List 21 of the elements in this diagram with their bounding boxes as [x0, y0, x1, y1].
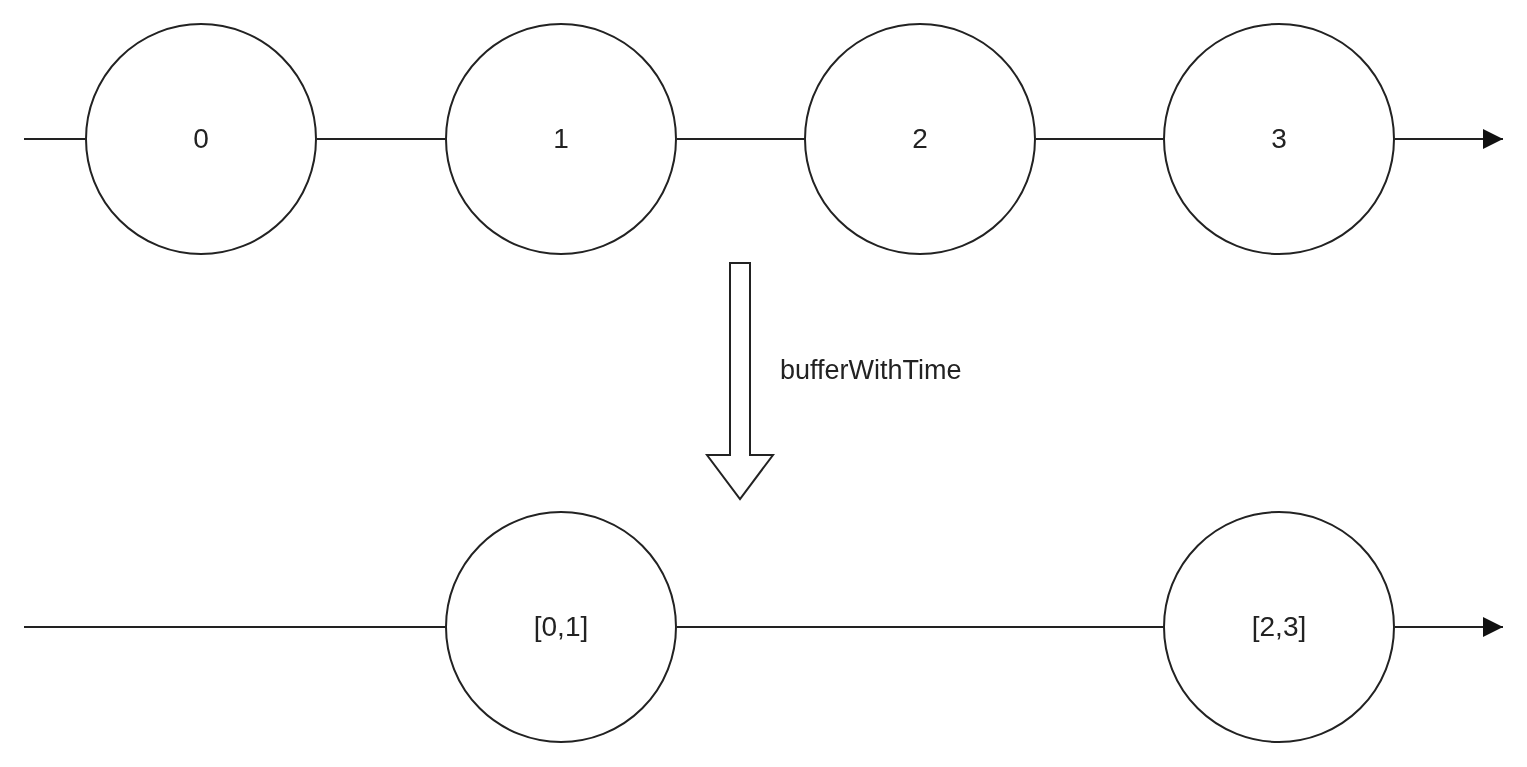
value-label: [0,1] [533, 611, 589, 643]
value-label: [2,3] [1251, 611, 1307, 643]
marble-circle [1163, 511, 1395, 743]
timeline-line [23, 138, 86, 140]
value-label: 2 [912, 123, 928, 155]
value-label: 1 [553, 123, 569, 155]
timeline-line [23, 626, 446, 628]
marble-circle [445, 23, 677, 255]
marble-circle [445, 511, 677, 743]
value-label: 0 [193, 123, 209, 155]
timeline-line [676, 138, 805, 140]
timeline-arrow [1394, 617, 1504, 637]
value-label: 3 [1271, 123, 1287, 155]
marble-circle [1163, 23, 1395, 255]
marble-circle [85, 23, 317, 255]
marble-circle [804, 23, 1036, 255]
timeline-arrow [1394, 129, 1504, 149]
timeline-line [1035, 138, 1164, 140]
timeline-line [676, 626, 1164, 628]
operator-label: bufferWithTime [780, 355, 962, 386]
timeline-line [316, 138, 446, 140]
